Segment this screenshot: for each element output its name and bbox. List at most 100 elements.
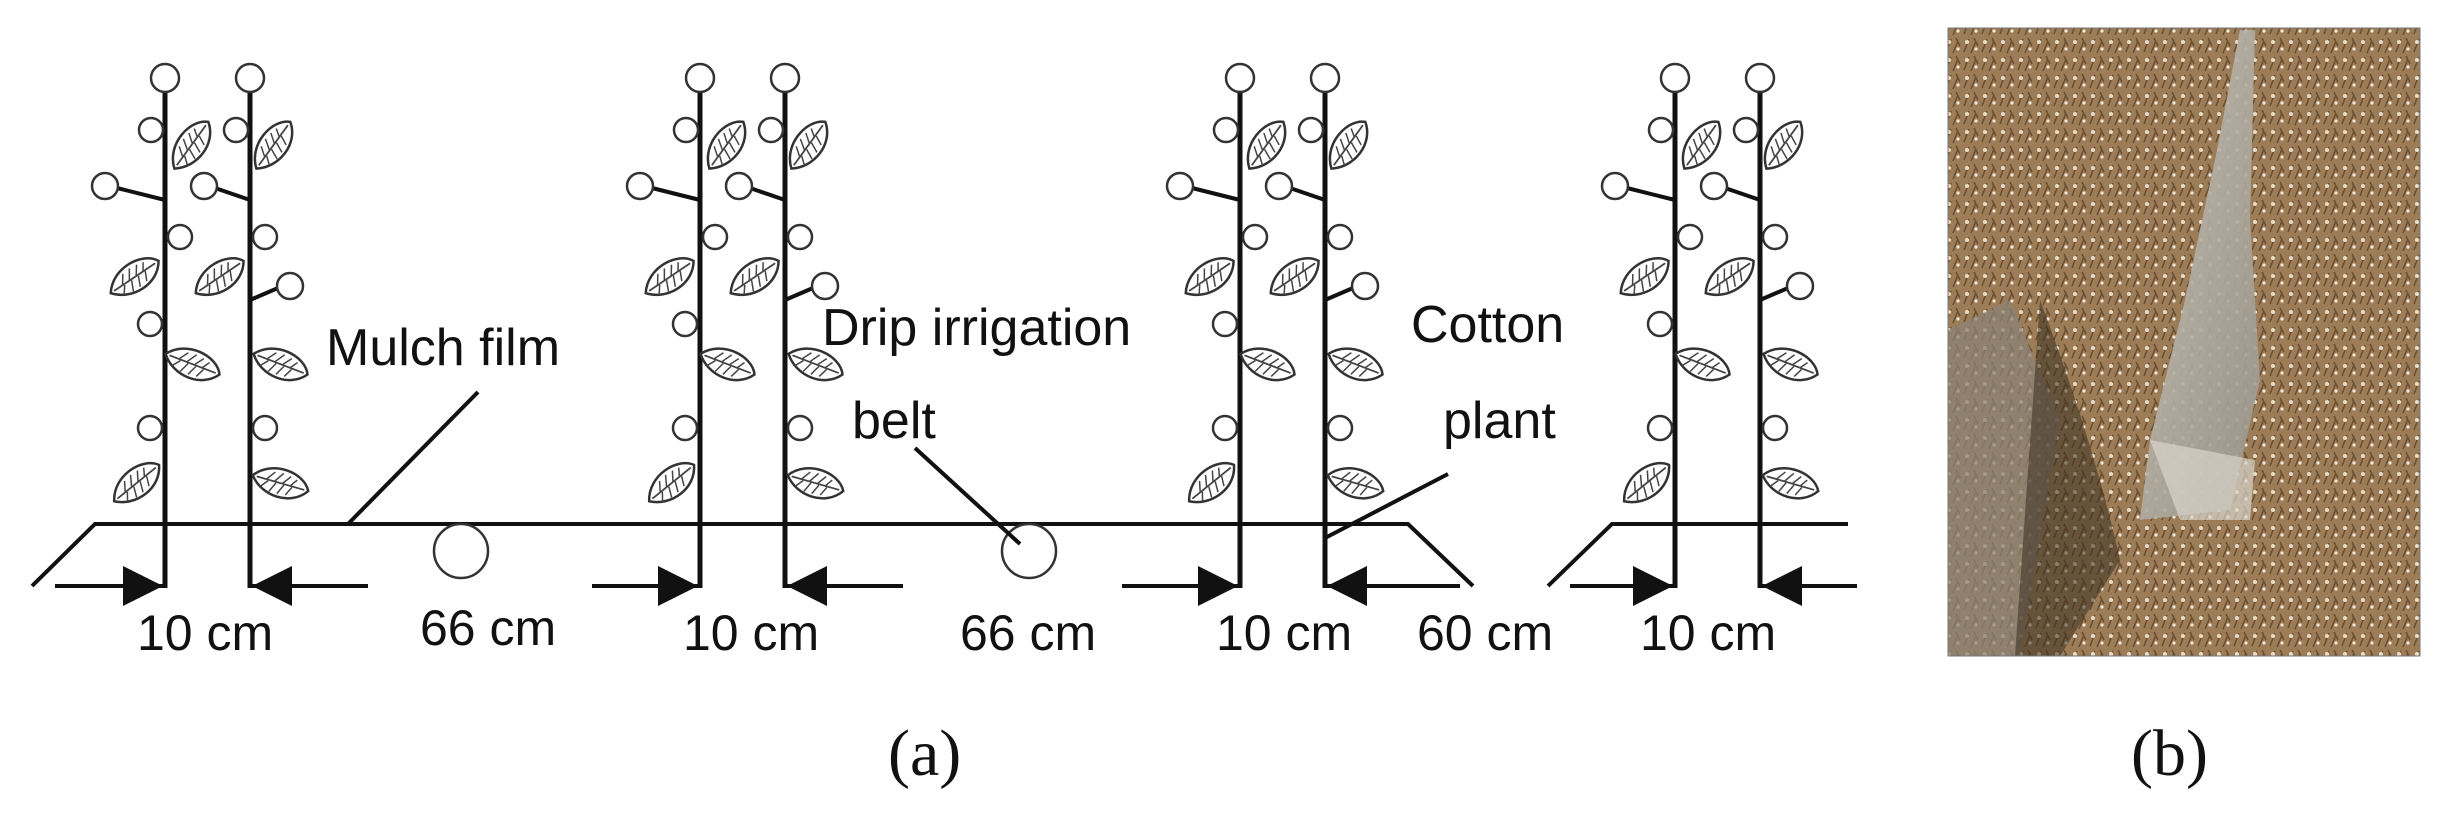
boll-circle-icon [149,62,181,94]
boll-circle-icon [625,171,655,201]
boll-circle-icon [1211,310,1239,338]
boll-circle-icon [1646,414,1674,442]
boll-circle-icon [672,116,700,144]
dimension-label: 66 cm [960,605,1096,661]
branch [1759,286,1789,302]
boll-circle-icon [1732,116,1760,144]
boll-circle-icon [136,310,164,338]
leaf-icon [101,252,168,302]
dimension-label: 60 cm [1417,605,1553,661]
leaf-icon [160,334,226,394]
boll-circle-icon [1241,223,1269,251]
boll-circle-icon [251,223,279,251]
leaf-icon [1668,114,1734,176]
boll-circle-icon [1297,116,1325,144]
leaf-icon [103,456,170,510]
panel-label-a: (a) [888,717,961,790]
mulch-film-line [30,522,1848,588]
boll-circle-icon [275,271,305,301]
drip-irrigation-label-line1: Drip irrigation [822,299,1131,357]
cotton-plant-label-line2: plant [1443,392,1556,450]
dimension-label: 10 cm [683,605,819,661]
boll-circle-icon [786,414,814,442]
branch [784,286,814,302]
dimension-label: 10 cm [137,605,273,661]
leaf-icon [1613,456,1680,510]
boll-circle-icon [757,116,785,144]
leaf-icon [1611,252,1678,302]
leaf-icon [721,252,788,302]
leaf-icon [1176,252,1243,302]
drip-belt-circle-icon [432,522,490,580]
leaf-icon [247,454,314,511]
boll-circle-icon [1309,62,1341,94]
boll-circle-icon [90,171,120,201]
boll-circle-icon [1785,271,1815,301]
boll-circle-icon [684,62,716,94]
mulch-film-leader [346,390,480,526]
branch [116,186,166,202]
panel-label-b: (b) [2131,717,2208,790]
boll-circle-icon [1211,414,1239,442]
dimension-label: 66 cm [420,600,556,656]
boll-circle-icon [1761,414,1789,442]
leaf-icon [782,454,849,511]
boll-circle-icon [1326,414,1354,442]
leaf-icon [186,252,253,302]
boll-circle-icon [222,116,250,144]
boll-circle-icon [671,310,699,338]
boll-circle-icon [1761,223,1789,251]
boll-circle-icon [769,62,801,94]
drip-irrigation-label-line2: belt [852,392,936,450]
boll-circle-icon [1212,116,1240,144]
boll-circle-icon [701,223,729,251]
leaf-icon [1235,334,1301,394]
branch [651,186,701,202]
dimension-label: 10 cm [1216,605,1352,661]
branch [749,186,786,202]
leaf-icon [248,334,314,394]
boll-circle-icon [234,62,266,94]
boll-circle-icon [166,223,194,251]
leaf-icon [1261,252,1328,302]
leaf-icon [1323,334,1389,394]
leaf-icon [693,114,759,176]
boll-circle-icon [1600,171,1630,201]
boll-circle-icon [786,223,814,251]
cotton-plants [90,62,1824,588]
leaf-icon [1758,334,1824,394]
cotton-plant-icon [1600,62,1736,588]
boll-circle-icon [1165,171,1195,201]
cotton-plant-icon [1261,62,1389,588]
boll-circle-icon [724,171,754,201]
cotton-plant-icon [186,62,314,588]
cotton-plant-icon [90,62,226,588]
cotton-plant-icon [1696,62,1824,588]
branch [1191,186,1241,202]
cotton-plant-icon [625,62,761,588]
branch [1324,286,1354,302]
drip-belt-leader [913,446,1022,546]
drip-belt-circle-icon [1000,522,1058,580]
boll-circle-icon [1744,62,1776,94]
mulch-film-label: Mulch film [326,319,560,377]
boll-circle-icon [137,116,165,144]
leaf-icon [1670,334,1736,394]
boll-circle-icon [1350,271,1380,301]
leaf-icon [1178,456,1245,510]
leaf-icon [1696,252,1763,302]
leaf-icon [695,334,761,394]
branch [1724,186,1761,202]
boll-circle-icon [810,271,840,301]
boll-circle-icon [671,414,699,442]
branch [1289,186,1326,202]
leaf-icon [1233,114,1299,176]
cotton-plant-icon [1165,62,1301,588]
field-photo [1947,27,2421,657]
boll-circle-icon [1647,116,1675,144]
boll-circle-icon [1646,310,1674,338]
boll-circle-icon [1224,62,1256,94]
boll-circle-icon [1699,171,1729,201]
boll-circle-icon [136,414,164,442]
